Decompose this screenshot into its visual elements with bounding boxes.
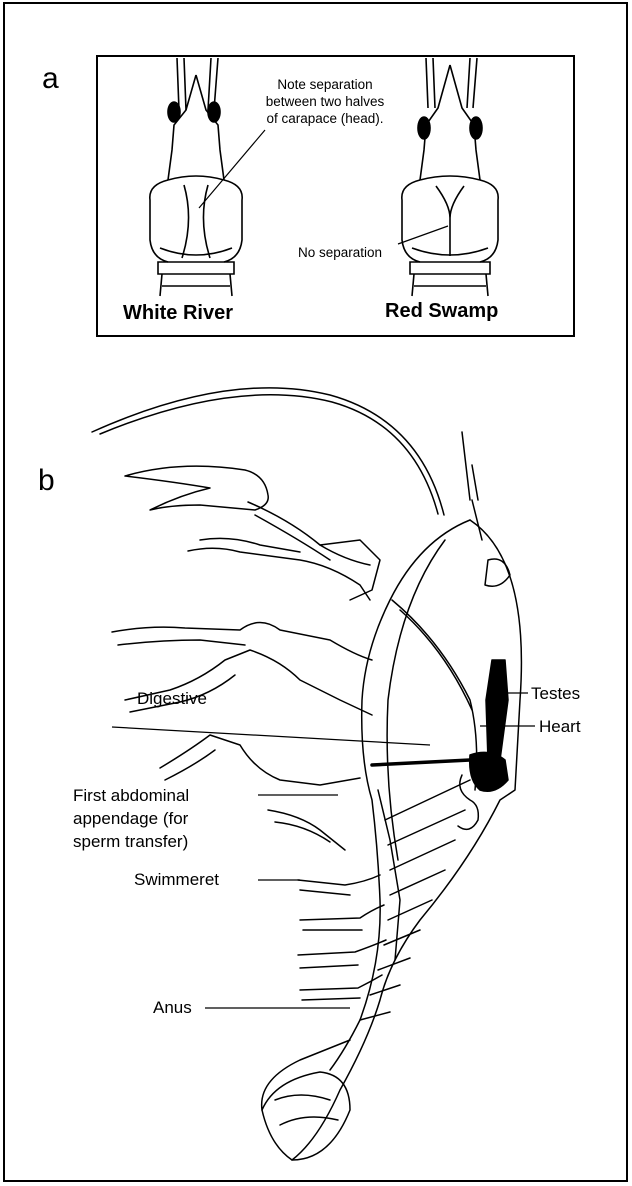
heart-structure <box>470 752 508 791</box>
walking-leg-4 <box>160 735 360 785</box>
body-outline <box>262 520 522 1160</box>
digestive-tract <box>372 760 470 765</box>
first-abdominal-line-1: First abdominal <box>73 784 189 807</box>
label-heart: Heart <box>539 716 581 737</box>
first-abdominal-line-2: appendage (for <box>73 807 189 830</box>
label-swimmeret: Swimmeret <box>134 869 219 890</box>
label-digestive: Digestive <box>137 688 207 709</box>
label-first-abdominal-appendage: First abdominal appendage (for sperm tra… <box>73 784 189 853</box>
first-abdominal-line-3: sperm transfer) <box>73 830 189 853</box>
swimmerets <box>298 875 386 1000</box>
digestive-leader <box>112 727 430 745</box>
claw <box>125 466 268 510</box>
testes-structure <box>486 660 508 760</box>
label-testes: Testes <box>531 683 580 704</box>
first-abdominal-appendage <box>268 810 345 850</box>
label-anus: Anus <box>153 997 192 1018</box>
